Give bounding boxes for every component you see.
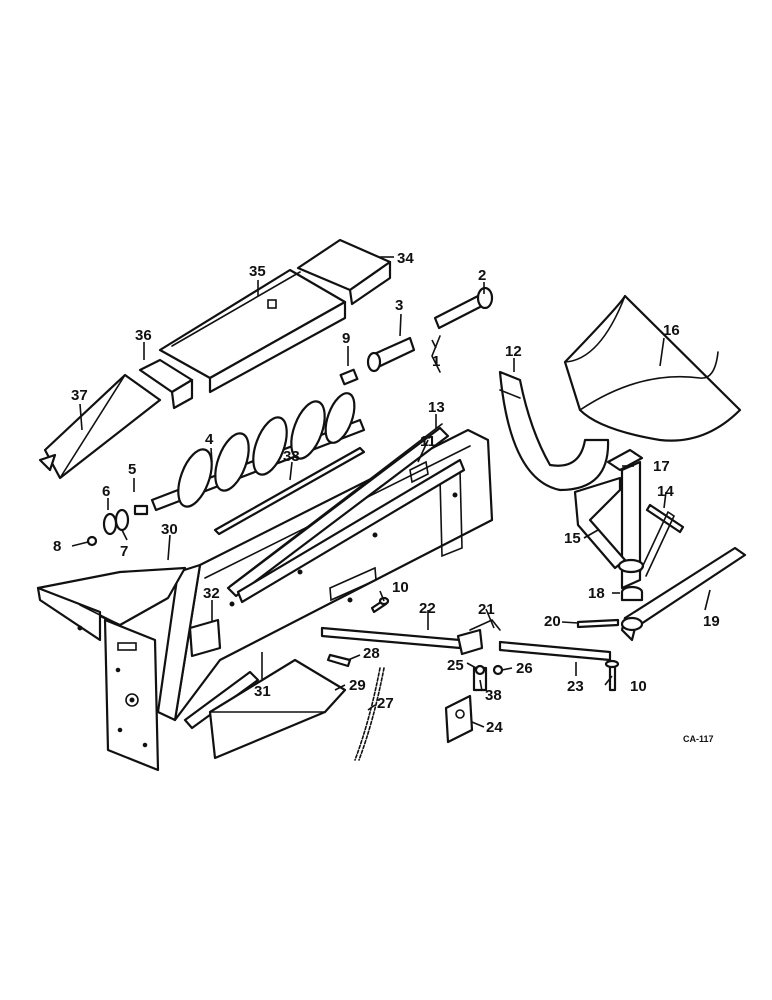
plate-17 — [606, 448, 644, 472]
spacer-18 — [620, 585, 644, 602]
bracket-36 — [138, 358, 194, 410]
callout-5: 5 — [128, 461, 136, 478]
cover-35 — [158, 268, 347, 394]
callout-15: 15 — [564, 530, 581, 547]
callout-14: 14 — [657, 483, 674, 500]
bushing-9 — [339, 368, 359, 386]
callout-31: 31 — [254, 683, 271, 700]
bracket-24 — [444, 694, 474, 744]
pin-20 — [576, 618, 620, 629]
shield-29 — [208, 658, 347, 760]
bolt-10-center — [370, 596, 390, 614]
callout-4: 4 — [205, 431, 214, 448]
column-frame-15 — [573, 460, 645, 590]
spout-37 — [38, 373, 162, 480]
callout-10-right: 10 — [630, 678, 647, 695]
callout-17: 17 — [653, 458, 670, 475]
bolt-10-right — [604, 659, 620, 692]
callout-20: 20 — [544, 613, 561, 630]
trough-strip — [213, 446, 366, 536]
callout-7: 7 — [120, 543, 128, 560]
callout-29: 29 — [349, 677, 366, 694]
callout-26: 26 — [516, 660, 533, 677]
callout-leaders — [71, 256, 711, 728]
callout-numbers: 1 2 3 4 5 6 7 8 9 10 10 11 12 13 14 15 1… — [53, 250, 720, 736]
callout-33: 33 — [283, 448, 300, 465]
end-plate — [36, 566, 187, 642]
small-hardware — [326, 653, 504, 692]
callout-11: 11 — [420, 433, 436, 450]
cover-34 — [296, 238, 392, 306]
callout-6: 6 — [102, 483, 110, 500]
callout-2: 2 — [478, 267, 486, 284]
callout-22: 22 — [419, 600, 436, 617]
callout-34: 34 — [397, 250, 414, 267]
callout-38: 38 — [485, 687, 502, 704]
drive-shaft — [366, 286, 494, 373]
bearing-end-panel — [103, 618, 160, 772]
brace-31 — [183, 670, 260, 730]
callout-24: 24 — [486, 719, 503, 736]
callout-21: 21 — [478, 601, 495, 618]
callout-19: 19 — [703, 613, 720, 630]
callout-13: 13 — [428, 399, 445, 416]
support-19 — [620, 510, 747, 642]
auger-flighting — [150, 392, 366, 512]
callout-30: 30 — [161, 521, 178, 538]
auger-trough-housing — [156, 428, 494, 722]
callout-36: 36 — [135, 327, 152, 344]
callout-25: 25 — [447, 657, 464, 674]
callout-35: 35 — [249, 263, 266, 280]
reference-code: CA-117 — [683, 734, 714, 744]
callout-32: 32 — [203, 585, 220, 602]
callout-16: 16 — [663, 322, 680, 339]
callout-28: 28 — [363, 645, 380, 662]
callout-18: 18 — [588, 585, 605, 602]
boot-12 — [498, 370, 610, 492]
callout-10-center: 10 — [392, 579, 409, 596]
callout-27: 27 — [377, 695, 394, 712]
callout-37: 37 — [71, 387, 88, 404]
bracket-32 — [188, 618, 222, 658]
cable-27 — [354, 667, 385, 761]
hopper-16 — [563, 294, 742, 442]
trough-side-plate — [236, 458, 466, 604]
bearing-stack — [86, 504, 149, 547]
callout-9: 9 — [342, 330, 350, 347]
callout-1: 1 — [432, 353, 440, 370]
callout-3: 3 — [395, 297, 403, 314]
callout-23: 23 — [567, 678, 584, 695]
trough-rail — [226, 423, 450, 598]
link-rods — [320, 619, 612, 662]
callout-8: 8 — [53, 538, 61, 555]
callout-12: 12 — [505, 343, 522, 360]
